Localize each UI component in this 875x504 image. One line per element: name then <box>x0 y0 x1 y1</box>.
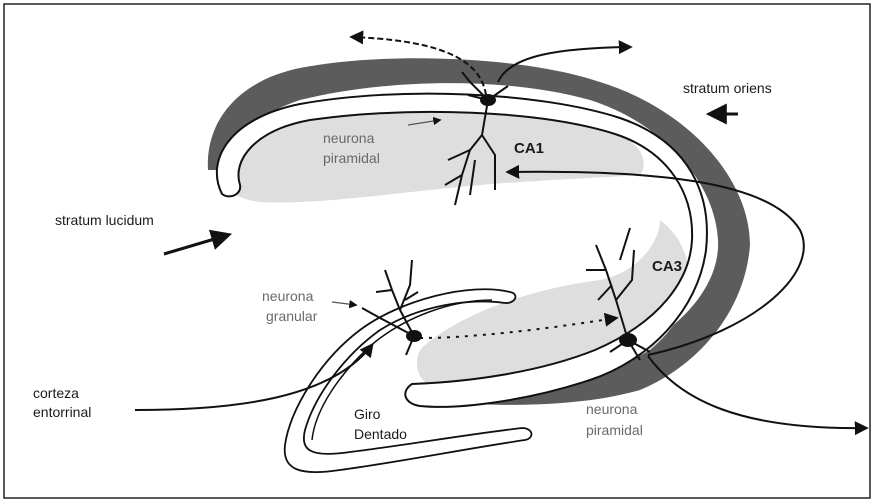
neurona-granular-pointer <box>332 302 356 305</box>
label-corteza-line2: entorrinal <box>33 404 91 421</box>
stratum-lucidum-arrow <box>164 235 228 254</box>
label-ca3: CA3 <box>652 258 682 275</box>
granule-neuron <box>362 260 421 355</box>
label-giro-line1: Giro <box>354 406 380 423</box>
label-stratum-oriens: stratum oriens <box>683 80 772 97</box>
perforant-path-arrow <box>135 345 372 410</box>
label-giro-line2: Dentado <box>354 426 407 443</box>
label-corteza-line1: corteza <box>33 385 79 402</box>
label-stratum-lucidum: stratum lucidum <box>55 212 154 229</box>
label-ca1: CA1 <box>514 140 544 157</box>
label-neurona-piramidal-bottom-line1: neurona <box>586 401 637 418</box>
label-neurona-granular-line2: granular <box>266 308 317 325</box>
label-neurona-piramidal-top-line2: piramidal <box>323 150 380 167</box>
label-neurona-piramidal-bottom-line2: piramidal <box>586 422 643 439</box>
label-neurona-piramidal-top-line1: neurona <box>323 130 374 147</box>
label-neurona-granular-line1: neurona <box>262 288 313 305</box>
output-axon-arrow <box>648 356 866 428</box>
